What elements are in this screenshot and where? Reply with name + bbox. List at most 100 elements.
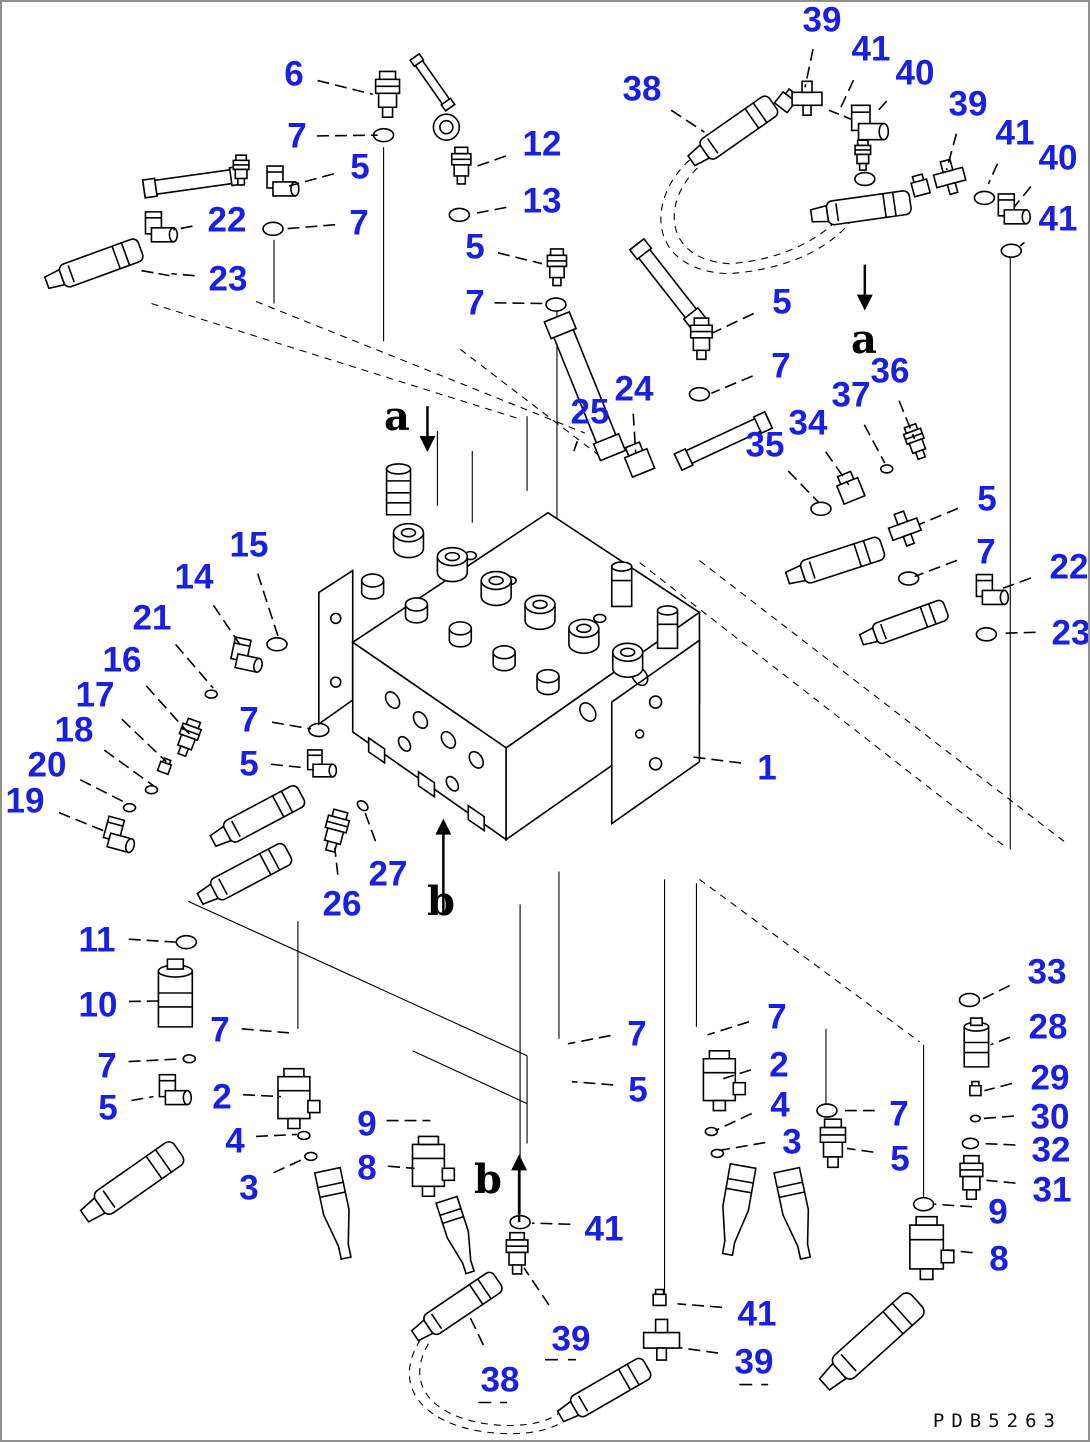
leader-lines <box>58 48 1036 1354</box>
callout-41-12: 41 <box>851 29 891 69</box>
callout-2-48: 2 <box>212 1077 232 1117</box>
callout-23-5: 23 <box>208 259 248 299</box>
callout-5-65: 5 <box>890 1139 910 1179</box>
leader-line-7 <box>317 134 378 137</box>
section-marker-b-3: b <box>474 1156 502 1203</box>
callout-26-42: 26 <box>322 884 362 924</box>
callout-6-0: 6 <box>284 54 304 94</box>
callout-37-24: 37 <box>831 375 871 415</box>
leader-line-20 <box>79 778 128 805</box>
leader-line-25 <box>573 441 579 452</box>
leader-line-32 <box>980 1142 1016 1146</box>
leader-line-5 <box>497 252 543 265</box>
callout-31-71: 31 <box>1032 1170 1072 1210</box>
leader-line-7 <box>567 1034 611 1045</box>
callout-40-13: 40 <box>895 53 935 93</box>
leader-line-41 <box>840 79 855 108</box>
leader-line-7 <box>241 1028 290 1034</box>
leader-line-17 <box>121 718 167 763</box>
leader-line-23 <box>171 272 195 277</box>
leader-line-5 <box>288 173 335 187</box>
leader-line-16 <box>145 685 190 735</box>
callout-4-49: 4 <box>225 1121 245 1161</box>
leader-line-7 <box>284 223 336 230</box>
callout-10-44: 10 <box>78 985 118 1025</box>
leader-line-6 <box>317 79 373 96</box>
leader-line-26 <box>333 847 339 875</box>
callout-24-18: 24 <box>614 369 654 409</box>
callout-5-8: 5 <box>465 227 485 267</box>
leader-line-4 <box>255 1133 297 1138</box>
callout-19-37: 19 <box>5 781 45 821</box>
callout-11-43: 11 <box>78 920 116 960</box>
callout-38-10: 38 <box>622 69 662 109</box>
callout-15-30: 15 <box>229 525 269 565</box>
leader-line-39 <box>945 133 958 171</box>
callout-17-34: 17 <box>75 675 115 715</box>
leader-line-7 <box>914 559 958 578</box>
leader-line-19 <box>58 811 106 833</box>
leader-line-9 <box>934 1203 973 1208</box>
leader-line-18 <box>103 749 154 787</box>
callout-7-3: 7 <box>349 203 369 243</box>
callout-1-40: 1 <box>757 748 777 788</box>
callout-39-59: 39 <box>734 1342 774 1382</box>
control-valve-assembly <box>319 464 700 840</box>
leader-line-5 <box>270 763 305 769</box>
leader-line-21 <box>175 643 214 689</box>
callout-5-26: 5 <box>977 479 997 519</box>
leader-line-5 <box>711 312 755 335</box>
leader-line-5 <box>131 1095 154 1102</box>
leader-line-41 <box>677 1303 722 1309</box>
leader-line-3 <box>719 1141 766 1152</box>
callout-36-25: 36 <box>870 351 910 391</box>
leader-line-2 <box>723 1069 752 1080</box>
callout-4-62: 4 <box>770 1085 790 1125</box>
leader-line-2 <box>243 1093 282 1098</box>
leader-line-15 <box>256 573 279 637</box>
callout-23-29: 23 <box>1051 613 1090 653</box>
leader-line-10 <box>128 1000 162 1003</box>
leader-line-22 <box>1002 577 1032 590</box>
callout-7-64: 7 <box>889 1094 909 1134</box>
callout-5-47: 5 <box>98 1088 118 1128</box>
callout-39-56: 39 <box>551 1319 591 1359</box>
leader-line-37 <box>863 424 886 464</box>
callout-7-38: 7 <box>239 700 259 740</box>
leader-line-12 <box>473 155 507 168</box>
dash-ticks <box>141 109 852 1404</box>
callout-3-50: 3 <box>239 1168 259 1208</box>
leader-line-8 <box>388 1165 415 1170</box>
callout-22-28: 22 <box>1049 547 1089 587</box>
leader-line-40 <box>874 100 888 115</box>
leader-line-5 <box>918 507 959 526</box>
callout-18-35: 18 <box>54 710 94 750</box>
callout-13-7: 13 <box>522 181 562 221</box>
leader-line-30 <box>982 1115 1014 1120</box>
callout-40-16: 40 <box>1038 138 1078 178</box>
callout-14-31: 14 <box>174 557 214 597</box>
callout-7-9: 7 <box>465 283 485 323</box>
callout-30-69: 30 <box>1030 1097 1070 1137</box>
callout-29-68: 29 <box>1030 1058 1070 1098</box>
part-code: PDB5263 <box>932 1410 1062 1432</box>
leader-line-1 <box>691 756 742 764</box>
leader-line-4 <box>715 1112 753 1132</box>
leader-line-23 <box>1000 631 1036 635</box>
leader-line-40 <box>1013 186 1032 208</box>
callout-7-45: 7 <box>210 1010 230 1050</box>
section-arrow-a <box>419 436 436 452</box>
leader-line-5 <box>846 1147 874 1153</box>
section-marker-a-0: a <box>384 393 410 440</box>
leader-line-41 <box>532 1222 571 1226</box>
section-marker-a-1: a <box>851 316 877 363</box>
callout-5-54: 5 <box>628 1070 648 1110</box>
callout-7-53: 7 <box>627 1014 647 1054</box>
leader-line-8 <box>946 1249 973 1254</box>
callout-38-57: 38 <box>480 1360 520 1400</box>
leader-line-35 <box>787 470 820 504</box>
callout-33-66: 33 <box>1027 952 1067 992</box>
leader-line-7 <box>271 721 311 730</box>
leader-line-39 <box>804 48 814 88</box>
